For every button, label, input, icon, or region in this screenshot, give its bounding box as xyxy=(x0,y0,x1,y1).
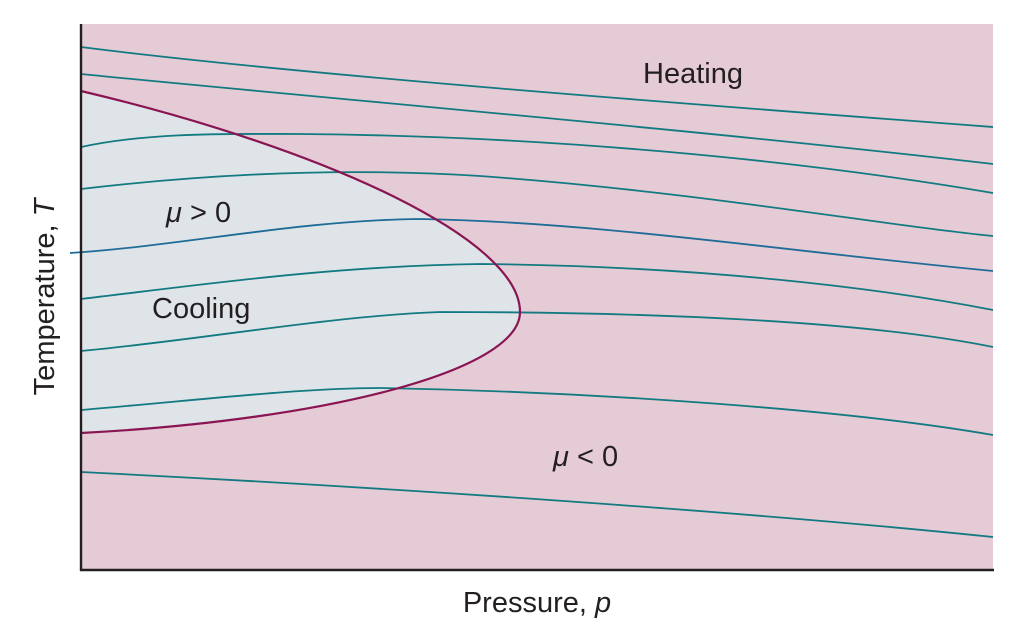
axes xyxy=(79,24,994,572)
mu-symbol: μ xyxy=(552,441,569,473)
isenthalp-9 xyxy=(80,387,994,436)
y-axis-label: Temperature, T xyxy=(29,196,61,395)
isenthalp-2 xyxy=(80,73,994,165)
isenthalp-3 xyxy=(80,133,994,194)
mu-positive-relation: > 0 xyxy=(182,197,231,229)
isenthalp-curves xyxy=(80,46,994,538)
isenthalp-1 xyxy=(80,46,994,128)
isenthalp-10 xyxy=(80,471,994,538)
isenthalp-5 xyxy=(80,171,994,237)
y-axis-symbol: T xyxy=(29,196,61,216)
heating-label: Heating xyxy=(643,58,743,90)
cooling-region xyxy=(81,91,520,433)
mu-symbol: μ xyxy=(165,197,182,229)
mu-positive-label: μ > 0 xyxy=(165,197,231,229)
x-axis-symbol: p xyxy=(594,587,611,619)
mu-negative-label: μ < 0 xyxy=(552,441,618,473)
inversion-curve xyxy=(80,89,522,435)
isenthalp-8 xyxy=(80,311,994,352)
y-axis-label-text: Temperature, xyxy=(29,216,61,395)
isenthalp-7 xyxy=(80,263,994,311)
x-axis-label-text: Pressure, xyxy=(463,587,595,619)
cooling-label: Cooling xyxy=(152,293,250,325)
mu-negative-relation: < 0 xyxy=(569,441,618,473)
x-axis-label: Pressure, p xyxy=(463,587,611,619)
isenthalp-6-highlighted xyxy=(69,218,994,272)
